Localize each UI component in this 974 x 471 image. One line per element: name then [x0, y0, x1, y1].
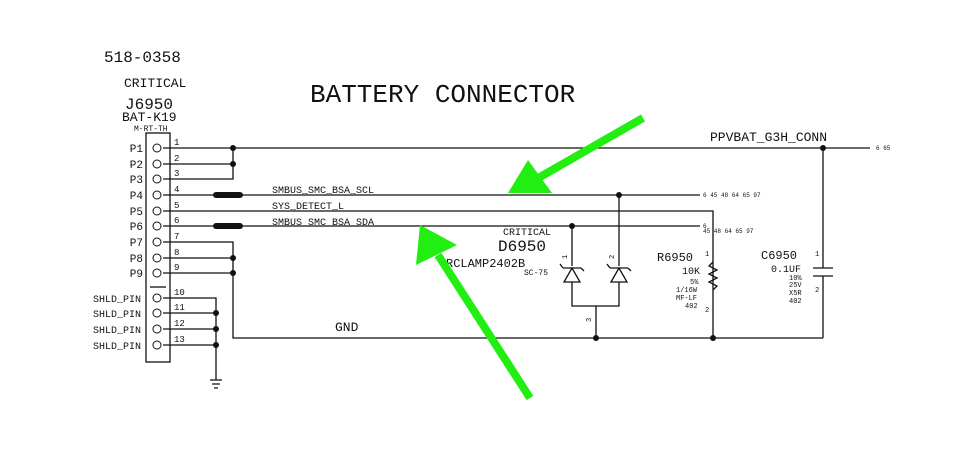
- pin-number: 4: [174, 185, 179, 195]
- pin-name: P9: [130, 269, 143, 281]
- pin-circle: [152, 253, 162, 263]
- diode-critical: CRITICAL: [503, 228, 551, 239]
- net-ppvbat-refs: 6 65: [876, 145, 891, 152]
- pin-circle: [152, 143, 162, 153]
- pin-name: SHLD_PIN: [93, 342, 141, 353]
- pin-number: 12: [174, 319, 185, 329]
- wires: [163, 147, 870, 389]
- title: BATTERY CONNECTOR: [310, 80, 575, 110]
- pin-number: 5: [174, 201, 179, 211]
- resistor-value: 10K: [682, 267, 700, 278]
- diode-pin1: 1: [562, 255, 570, 259]
- capacitor-pin2: 2: [815, 287, 819, 295]
- pin-name: SHLD_PIN: [93, 326, 141, 337]
- resistor-ref: R6950: [657, 251, 693, 265]
- diode-part: RCLAMP2402B: [446, 257, 525, 271]
- capacitor-voltage: 25V: [789, 282, 802, 290]
- net-sda: SMBUS_SMC_BSA_SDA: [272, 218, 374, 229]
- pin-number: 3: [174, 169, 179, 179]
- pin-name: P8: [130, 254, 143, 266]
- capacitor-tolerance: 10%: [789, 275, 802, 283]
- ferrite-bead-sda: [213, 223, 243, 229]
- pin-number: 9: [174, 263, 179, 273]
- ferrite-bead-scl: [213, 192, 243, 198]
- capacitor-pin1: 1: [815, 251, 819, 259]
- resistor-type: MF-LF: [676, 295, 697, 303]
- diode-symbol: [559, 263, 632, 283]
- pin-number: 8: [174, 248, 179, 258]
- diode-pin2: 2: [609, 255, 617, 259]
- capacitor-value: 0.1UF: [771, 265, 801, 276]
- annotation-arrow-sda: [416, 225, 534, 401]
- pin-name: P5: [130, 207, 143, 219]
- pin-name: P2: [130, 160, 143, 172]
- pin-circle: [152, 340, 162, 350]
- diode-package: SC-75: [524, 269, 548, 278]
- pin-name: P1: [130, 144, 144, 156]
- pin-circle: [152, 237, 162, 247]
- resistor-tolerance: 5%: [690, 279, 699, 287]
- pin-number: 10: [174, 288, 185, 298]
- pin-circle: [152, 159, 162, 169]
- pin-number: 6: [174, 216, 179, 226]
- pin-name: P4: [130, 191, 144, 203]
- capacitor-dielectric: X5R: [789, 290, 802, 298]
- pin-circle: [152, 206, 162, 216]
- resistor-pin1: 1: [705, 251, 709, 259]
- pin-name: SHLD_PIN: [93, 295, 141, 306]
- pin-number: 11: [174, 303, 185, 313]
- pin-number: 7: [174, 232, 179, 242]
- resistor-pin2: 2: [705, 307, 709, 315]
- net-gnd: GND: [335, 320, 359, 335]
- net-scl: SMBUS_SMC_BSA_SCL: [272, 186, 374, 197]
- net-sda-refs-1: 6: [703, 223, 707, 230]
- connector-mount: M-RT-TH: [134, 125, 168, 134]
- pin-name: P7: [130, 238, 143, 250]
- pin-name: P3: [130, 175, 143, 187]
- resistor-power: 1/16W: [676, 287, 698, 295]
- capacitor-size: 402: [789, 298, 802, 306]
- net-ppvbat: PPVBAT_G3H_CONN: [710, 130, 827, 145]
- net-sda-refs-2: 45 48 64 65 97: [703, 228, 754, 235]
- resistor-symbol: [707, 261, 719, 291]
- connector-type: BAT-K19: [122, 110, 177, 125]
- connector-critical-label: CRITICAL: [124, 76, 186, 91]
- pin-circle: [152, 308, 162, 318]
- pin-circle: [152, 293, 162, 303]
- pin-name: SHLD_PIN: [93, 310, 141, 321]
- resistor-size: 402: [685, 303, 698, 311]
- pin-number: 1: [174, 138, 179, 148]
- pin-name: P6: [130, 222, 143, 234]
- connector-ref: J6950: [125, 96, 173, 114]
- annotation-arrow-scl: [508, 114, 645, 193]
- pin-circle: [152, 268, 162, 278]
- junction-dots: [213, 145, 826, 348]
- diode-ref: D6950: [498, 238, 546, 256]
- pin-circle: [152, 174, 162, 184]
- diode-pin3: 3: [586, 318, 594, 322]
- pin-number: 2: [174, 154, 179, 164]
- connector-body: [145, 132, 171, 363]
- pin-number: 13: [174, 335, 185, 345]
- pin-circle: [152, 221, 162, 231]
- pin-circle: [152, 324, 162, 334]
- capacitor-ref: C6950: [761, 249, 797, 263]
- pin-circle: [152, 190, 162, 200]
- net-detect: SYS_DETECT_L: [272, 202, 344, 213]
- net-scl-refs: 6 45 48 64 65 97: [703, 192, 761, 199]
- part-number: 518-0358: [104, 49, 181, 67]
